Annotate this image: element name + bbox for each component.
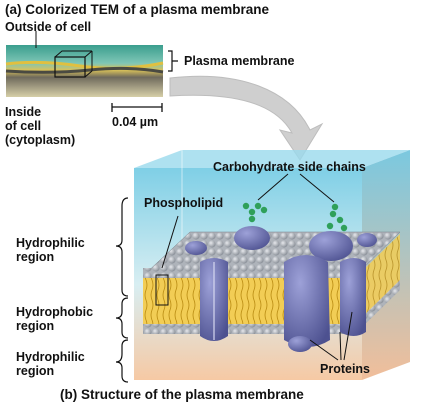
scale-bar	[111, 103, 163, 112]
carbohydrate-chains	[242, 202, 348, 232]
tem-zoom-box	[54, 56, 86, 78]
phospholipid-box	[155, 274, 169, 306]
brace-hydrophilic-bottom	[115, 339, 129, 383]
zoom-arrow	[169, 75, 324, 161]
protein-large	[284, 255, 330, 347]
brace-hydrophilic-top	[115, 197, 129, 297]
carbohydrate-label: Carbohydrate side chains	[213, 160, 366, 174]
hydrophilic-bottom-label: Hydrophilic region	[16, 350, 85, 378]
protein-pointer-2	[339, 331, 342, 361]
membrane-proteins	[185, 226, 377, 352]
plasma-membrane-label: Plasma membrane	[184, 54, 295, 68]
proteins-label: Proteins	[320, 362, 371, 376]
brace-hydrophobic	[115, 297, 129, 339]
protein-top-carb-right	[309, 231, 353, 261]
protein-pointer-3	[343, 311, 353, 361]
panel-b-title: (b) Structure of the plasma membrane	[60, 387, 304, 402]
carb-pointer-right	[299, 173, 335, 203]
membrane-bracket	[168, 50, 178, 72]
tem-image	[5, 45, 164, 97]
protein-right	[340, 258, 366, 336]
protein-small-right	[357, 233, 377, 247]
phospholipid-pointer	[161, 215, 179, 269]
inside-cell-label: Inside of cell (cytoplasm)	[5, 105, 76, 147]
protein-small-left	[185, 241, 207, 255]
hydrophobic-label: Hydrophobic region	[16, 305, 94, 333]
carb-pointer-left	[257, 173, 289, 201]
phospholipid-label: Phospholipid	[144, 196, 224, 210]
protein-top-carb-left	[234, 226, 270, 250]
panel-a-title: (a) Colorized TEM of a plasma membrane	[5, 2, 270, 17]
outside-cell-label: Outside of cell	[5, 20, 92, 34]
scale-label: 0.04 µm	[112, 115, 159, 129]
protein-peripheral	[288, 336, 312, 352]
hydrophilic-top-label: Hydrophilic region	[16, 236, 85, 264]
protein-pointer-1	[309, 339, 339, 361]
